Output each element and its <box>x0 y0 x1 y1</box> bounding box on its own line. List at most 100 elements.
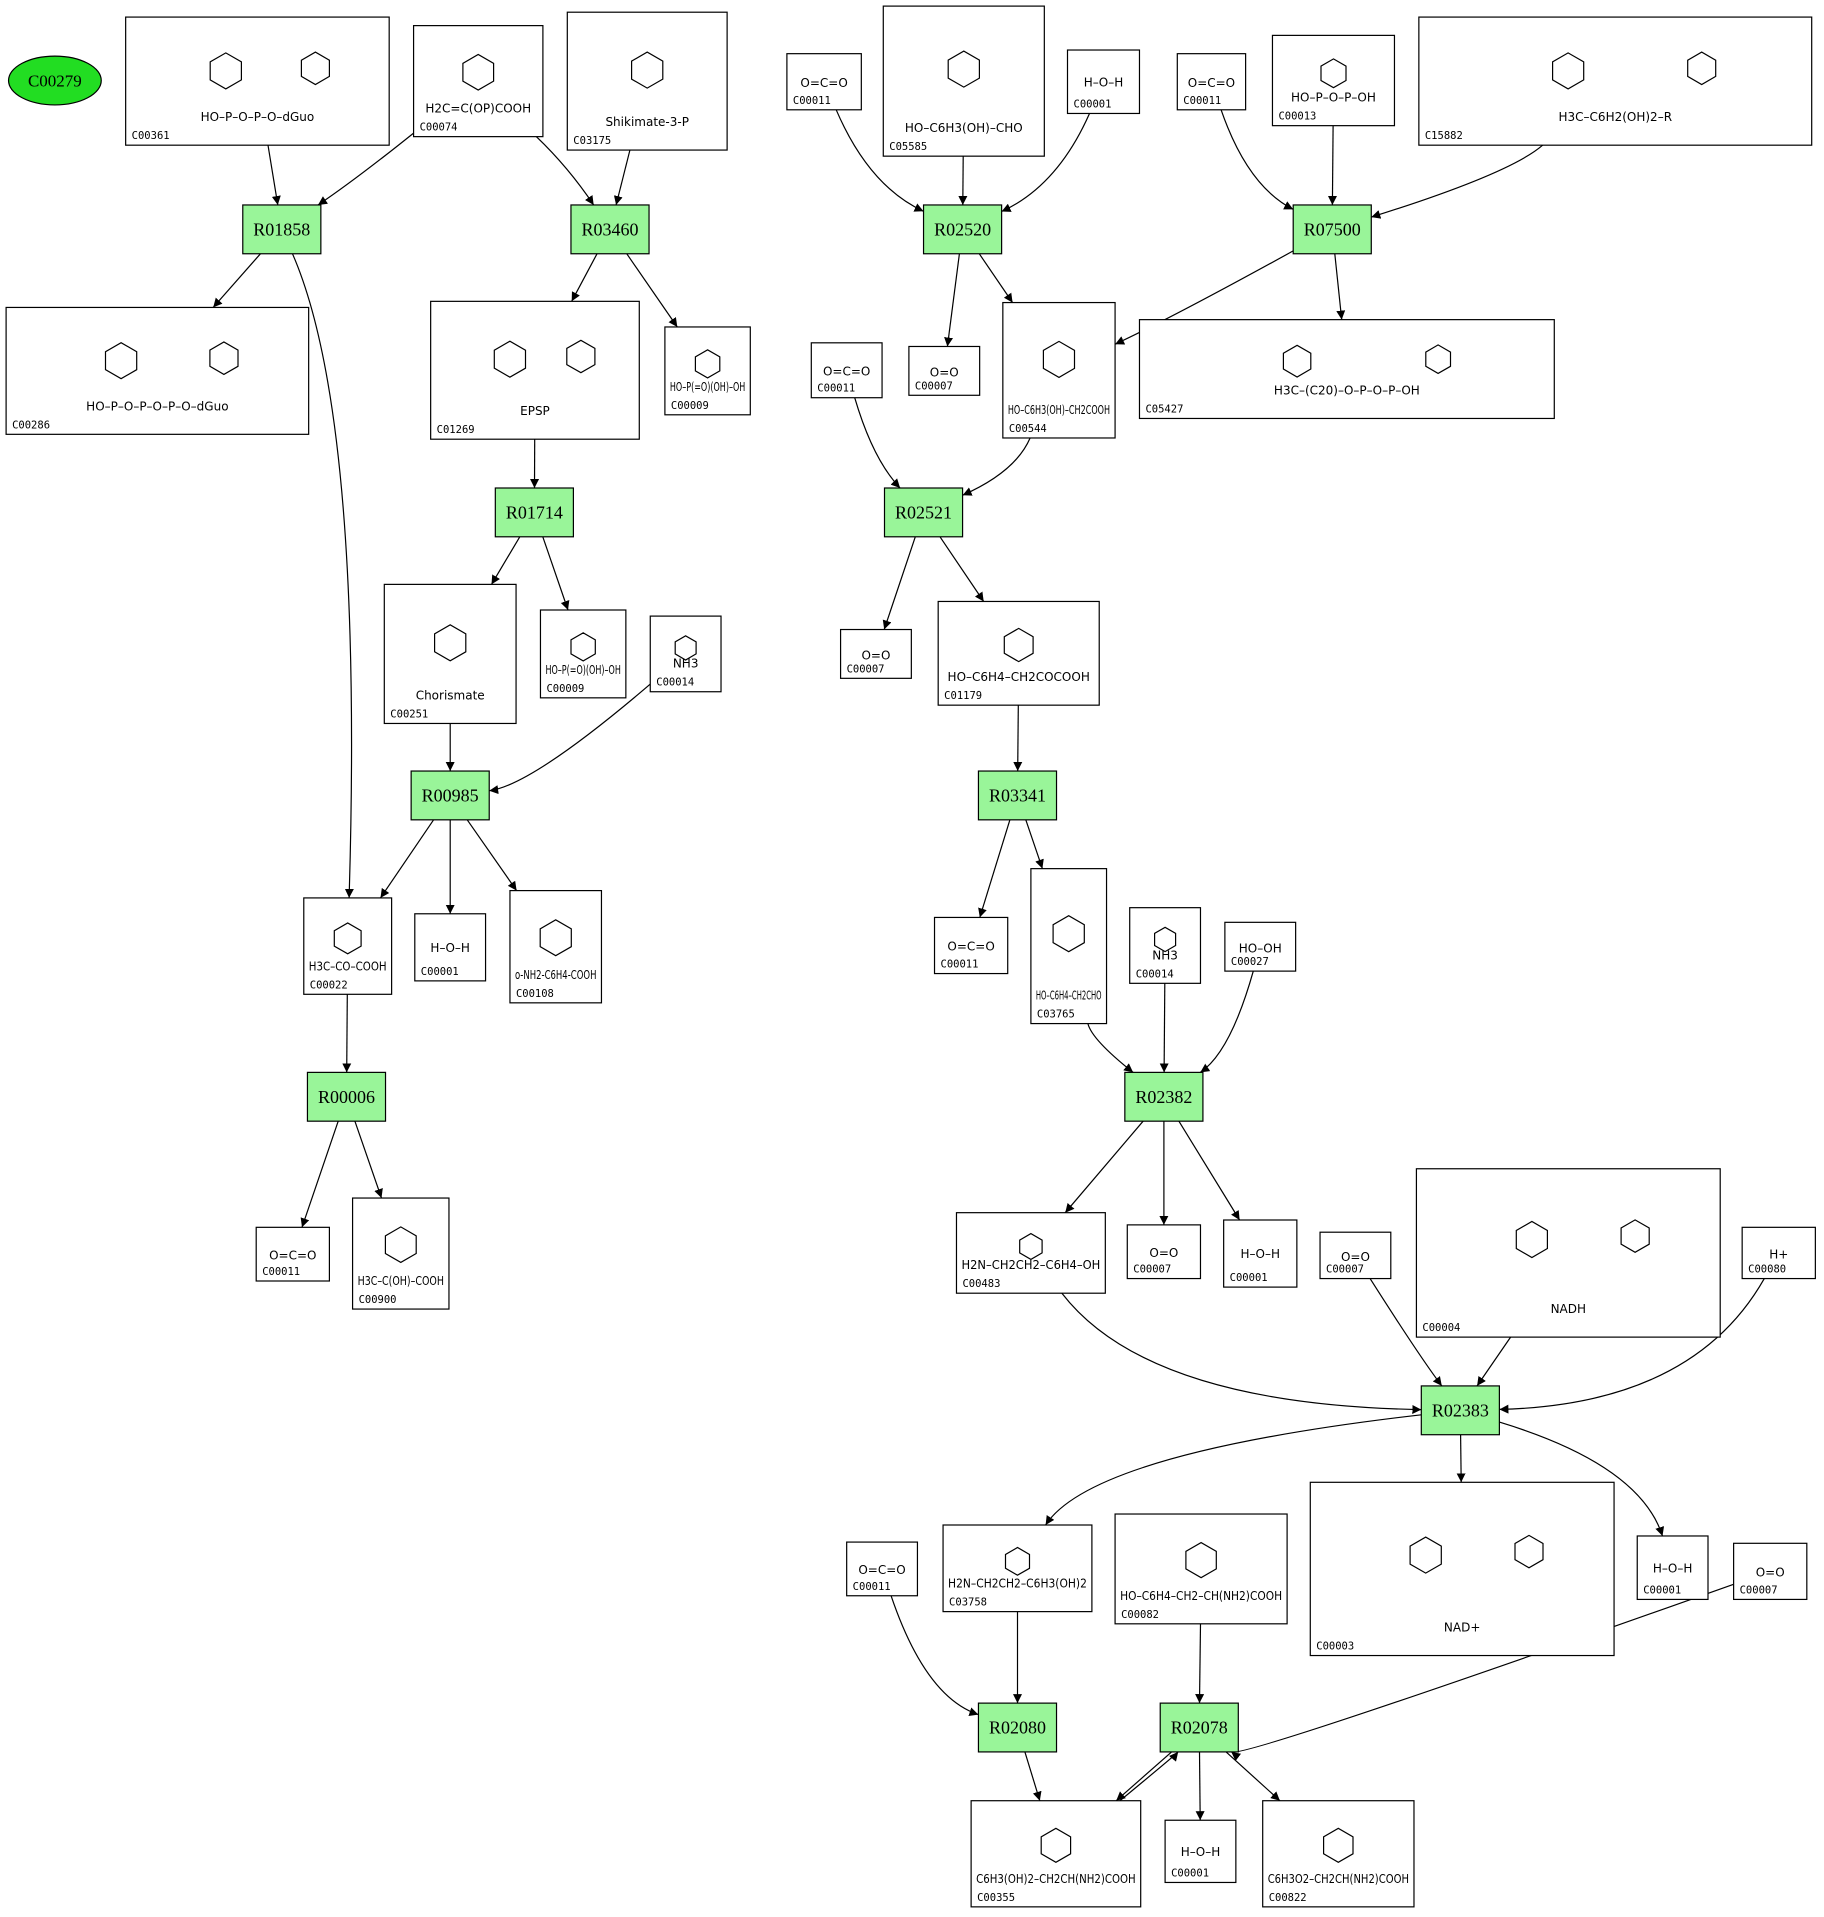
compound-box <box>810 342 883 399</box>
reaction-node-r01858[interactable]: R01858 <box>242 204 322 255</box>
reaction-node-r03341[interactable]: R03341 <box>977 770 1058 821</box>
compound-node-c00003[interactable]: NAD+C00003 <box>1309 1481 1615 1657</box>
compound-box <box>414 913 487 982</box>
edge-c2-to-r1 <box>613 149 631 206</box>
edge-r3-to-c11 <box>466 819 518 891</box>
compound-id-label: C00007 <box>847 663 885 675</box>
compound-id-label: C00009 <box>546 683 584 695</box>
ring-bond <box>1425 344 1452 375</box>
compound-id-label: C00011 <box>793 95 831 107</box>
edge-r10-to-c38 <box>1456 1434 1466 1483</box>
compound-box <box>1126 1224 1202 1280</box>
structure-formula: Chorismate <box>416 688 485 702</box>
reaction-node-r07500[interactable]: R07500 <box>1292 204 1372 255</box>
reaction-label: R07500 <box>1304 219 1361 239</box>
reaction-box <box>570 204 650 255</box>
compound-box <box>933 916 1009 975</box>
reaction-node-r02078[interactable]: R02078 <box>1159 1702 1239 1753</box>
structure-formula: HO–P–O–P–O–P–O–dGuo <box>86 399 228 413</box>
reaction-node-r02520[interactable]: R02520 <box>922 204 1003 255</box>
edge-r6-to-c22 <box>1334 253 1346 320</box>
compound-box <box>125 16 390 146</box>
start-compound-node[interactable]: C00279 <box>7 55 102 106</box>
ring-bond <box>1153 926 1177 953</box>
compound-box <box>882 5 1045 157</box>
ring-bond <box>630 51 664 89</box>
compound-id-label: C00007 <box>915 380 953 392</box>
compound-id-label: C00007 <box>1740 1584 1778 1596</box>
compound-box <box>1262 1800 1415 1908</box>
structure-formula: H–O–H <box>1241 1247 1281 1261</box>
reaction-node-r00006[interactable]: R00006 <box>306 1071 387 1122</box>
edge-c8-to-r3 <box>489 683 651 795</box>
structure-formula: H2N–CH2CH2–C6H3(OH)2 <box>948 1577 1087 1591</box>
reaction-node-r02383[interactable]: R02383 <box>1420 1385 1500 1436</box>
compound-box <box>1636 1535 1709 1601</box>
compound-node-c00080[interactable]: H+C00080 <box>1741 1226 1816 1280</box>
edge-c34-to-r10 <box>1476 1336 1512 1387</box>
ring-bond <box>493 340 527 378</box>
structure-formula: H2C=C(OP)COOH <box>425 102 531 116</box>
reaction-node-r03460[interactable]: R03460 <box>570 204 650 255</box>
reaction-node-r02521[interactable]: R02521 <box>883 487 964 538</box>
reaction-node-r01714[interactable]: R01714 <box>494 487 575 538</box>
reaction-node-r02080[interactable]: R02080 <box>977 1702 1058 1753</box>
edge-c18-to-r6 <box>1327 125 1337 206</box>
ring-bond <box>1514 1534 1544 1569</box>
edge-r9-to-c32 <box>1178 1120 1241 1221</box>
reaction-node-r02382[interactable]: R02382 <box>1124 1071 1204 1122</box>
reaction-box <box>1124 1071 1204 1122</box>
reaction-label: R02078 <box>1171 1718 1228 1738</box>
compound-id-label: C00011 <box>262 1266 300 1278</box>
compound-box <box>649 615 722 693</box>
reaction-node-r00985[interactable]: R00985 <box>410 770 490 821</box>
structure-formula: O=C=O <box>823 365 870 379</box>
ring-bond <box>694 349 721 379</box>
ring-bond <box>300 51 330 86</box>
